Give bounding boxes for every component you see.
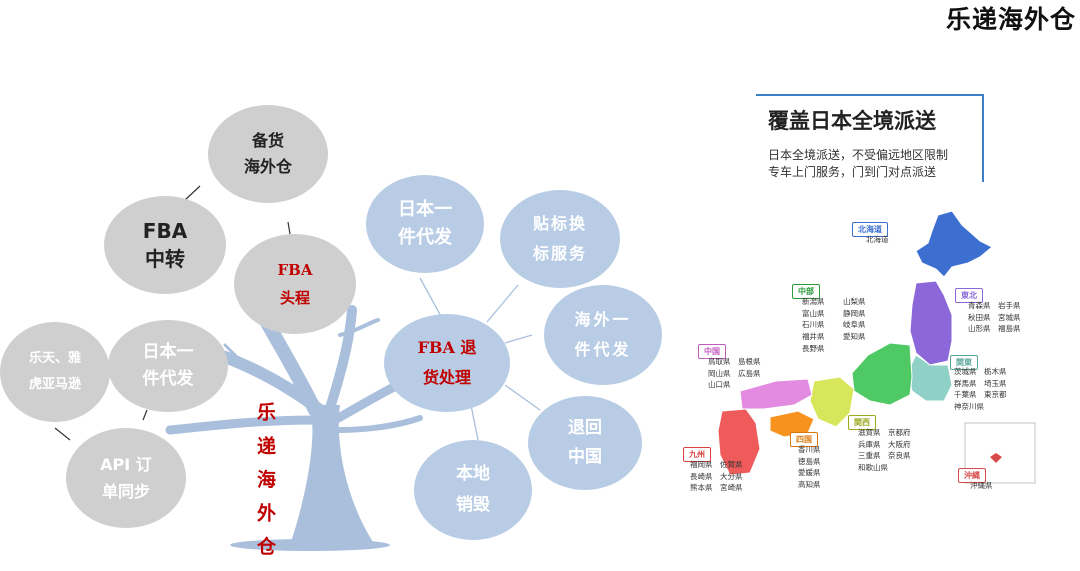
region-prefs-okinawa: 沖縄県 — [970, 481, 993, 490]
connector-line — [142, 409, 148, 421]
okinawa-region — [990, 453, 1002, 463]
tree-branch — [325, 305, 357, 413]
coverage-box: 覆盖日本全境派送 日本全境派送，不受偏远地区限制 专车上门服务，门到门对点派送 — [756, 94, 984, 182]
region-prefs-tohoku: 青森県 岩手県 秋田県 宮城県 山形県 福島県 — [968, 301, 1021, 334]
circle-overseas-dropship: 海外一 件代发 — [544, 285, 662, 385]
tree-base — [230, 539, 390, 551]
arrow-line — [486, 284, 519, 323]
coverage-line-2: 专车上门服务，门到门对点派送 — [768, 165, 937, 179]
connector-line — [54, 427, 71, 441]
arrow-line — [504, 334, 533, 344]
tree-branch — [338, 318, 380, 337]
circle-relabel-service: 贴标换 标服务 — [500, 190, 620, 288]
circle-stock-warehouse: 备货 海外仓 — [208, 105, 328, 203]
circle-local-destroy: 本地 销毁 — [414, 440, 532, 540]
circle-api-order-sync: API 订 单同步 — [66, 428, 186, 528]
connector-line — [287, 221, 291, 235]
region-prefs-chubu-a: 新潟県 富山県 石川県 福井県 長野県 — [802, 297, 825, 353]
region-label-kyushu: 九州 — [683, 447, 711, 462]
region-label-okinawa: 沖縄 — [958, 468, 986, 483]
chubu-region — [851, 342, 913, 406]
kyushu-region — [717, 408, 761, 476]
region-prefs-hokkaido: 北海道 — [866, 235, 889, 244]
region-label-tohoku: 東北 — [955, 288, 983, 303]
circle-jp-dropship-left: 日本一 件代发 — [108, 320, 228, 412]
tree-branch — [223, 343, 252, 372]
region-prefs-chubu-b: 山梨県 静岡県 岐阜県 愛知県 — [843, 297, 866, 341]
circle-fba-return: FBA 退 货处理 — [384, 314, 510, 412]
connector-line — [184, 185, 201, 201]
region-prefs-chugoku: 鳥取県 島根県 岡山県 広島県 山口県 — [708, 357, 761, 390]
coverage-line-1: 日本全境派送，不受偏远地区限制 — [768, 148, 949, 162]
region-label-kanto: 関東 — [950, 355, 978, 370]
circle-fba-transfer: FBA 中转 — [104, 196, 226, 294]
circle-rakuten-yahoo-amazon: 乐天、雅 虎亚马逊 — [0, 322, 110, 422]
coverage-title: 覆盖日本全境派送 — [768, 109, 936, 133]
arrow-line — [419, 277, 443, 319]
hokkaido-region — [915, 210, 993, 278]
tree-trunk — [290, 405, 375, 545]
region-label-kansai: 関西 — [848, 415, 876, 430]
kansai-region — [809, 376, 855, 428]
tree-branch — [337, 415, 423, 433]
circle-return-to-china: 退回 中国 — [528, 396, 642, 490]
arrow-line — [504, 384, 541, 411]
region-prefs-kanto: 茨城県 栃木県 群馬県 埼玉県 千葉県 東京都 神奈川県 — [954, 367, 1007, 411]
brand-title: 乐递海外仓 — [945, 5, 1076, 34]
region-prefs-shikoku: 香川県 徳島県 愛媛県 高知県 — [798, 445, 821, 489]
region-label-shikoku: 四国 — [790, 432, 818, 447]
tohoku-region — [909, 280, 953, 366]
region-prefs-kyushu: 福岡県 佐賀県 長崎県 大分県 熊本県 宮崎県 — [690, 460, 743, 493]
japan-map — [717, 210, 1036, 484]
tree-title: 乐 递 海 外 仓 — [254, 402, 276, 560]
region-label-chubu: 中部 — [792, 284, 820, 299]
region-label-hokkaido: 北海道 — [852, 222, 888, 237]
tree-branch — [165, 415, 323, 435]
region-label-chugoku: 中国 — [698, 344, 726, 359]
region-prefs-kansai: 滋賀県 京都府 兵庫県 大阪府 三重県 奈良県 和歌山県 — [858, 428, 911, 472]
circle-jp-dropship-right: 日本一 件代发 — [366, 175, 484, 273]
circle-fba-first-leg: FBA 头程 — [234, 234, 356, 334]
